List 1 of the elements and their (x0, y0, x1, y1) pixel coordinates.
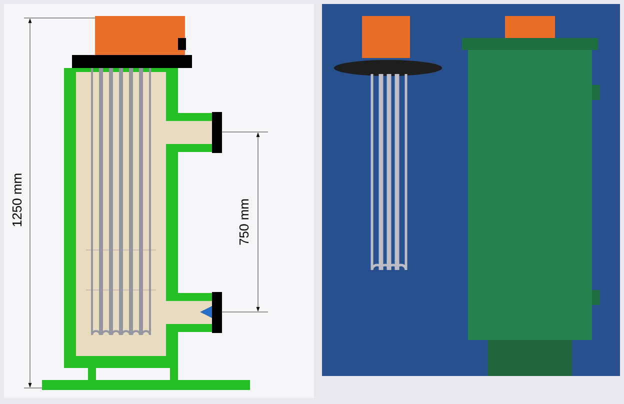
dimension-label: 750 mm (238, 198, 250, 246)
